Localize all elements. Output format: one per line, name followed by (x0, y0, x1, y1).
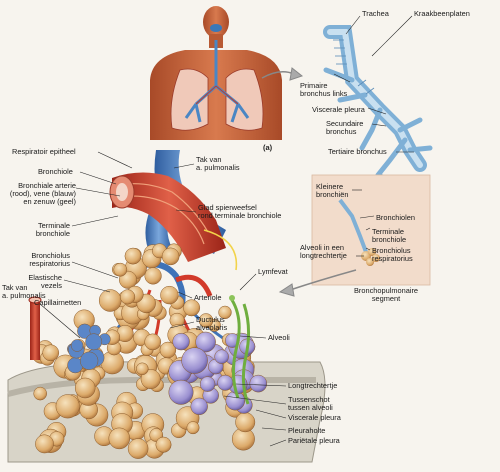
alveolus (35, 435, 53, 453)
alveolus-section (173, 333, 190, 350)
alveolus (99, 290, 121, 312)
panel-marker: (a) (263, 143, 273, 152)
alveolus (114, 263, 127, 276)
label-alveoli: Alveoli (268, 334, 290, 342)
alveolus (236, 413, 255, 432)
alveolus (125, 248, 141, 264)
alveolus (43, 345, 59, 361)
label-respiratoir-epitheel: Respiratoir epitheel (12, 148, 76, 156)
label-arteriole: Arteriole (194, 294, 222, 302)
label-pleuraholte: Pleuraholte (288, 427, 325, 435)
alveolus (109, 428, 130, 449)
alveolus (162, 248, 179, 265)
label-tertiaire-bronchus: Tertiaire bronchus (328, 148, 387, 156)
label-alveoli-longtrechtertje: Alveoli in een longtrechtertje (300, 244, 347, 260)
label-primaire-bronchus: Primaire bronchus links (300, 82, 347, 98)
alveolus-section (182, 348, 208, 374)
alveolus (156, 437, 171, 452)
label-bronchiolus-respiratorius-right: Bronchiolus respiratorius (372, 247, 413, 263)
pulmonary-artery-branch (30, 300, 40, 360)
capillary-net (80, 352, 98, 370)
label-bronchiole: Bronchiole (38, 168, 73, 176)
label-lymfevat: Lymfevat (258, 268, 288, 276)
alveolus (136, 363, 148, 375)
alveolus (120, 290, 135, 305)
capillary-net (86, 334, 102, 350)
alveolus (161, 286, 179, 304)
label-parietale-pleura: Pariëtale pleura (288, 437, 340, 445)
alveolus (128, 439, 148, 459)
alveolus (145, 334, 161, 350)
label-kraakbeenplaten: Kraakbeenplaten (414, 10, 470, 18)
alveolus-section (200, 377, 215, 392)
alveolus-section (191, 398, 208, 415)
label-kleinere-bronchien: Kleinere bronchiën (316, 183, 348, 199)
label-bronchiolen: Bronchiolen (376, 214, 415, 222)
label-tak-pulmonalis-top: Tak van a. pulmonalis (196, 156, 240, 172)
human-torso-illustration (150, 6, 282, 140)
alveolus (145, 268, 162, 285)
label-tussenschot: Tussenschot tussen alveoli (288, 396, 333, 412)
label-glad-spierweefsel: Glad spierweefsel rond terminale bronchi… (198, 204, 281, 220)
label-capillairnetten: Capillairnetten (34, 299, 81, 307)
capillary-net (71, 340, 83, 352)
label-secundaire-bronchus: Secundaire bronchus (326, 120, 363, 136)
label-terminale-bronchiole-left: Terminale bronchiole (20, 222, 70, 238)
alveolus-section (218, 375, 233, 390)
label-viscerale-pleura-bottom: Viscerale pleura (288, 414, 341, 422)
label-terminale-bronchiole-right: Terminale bronchiole (372, 228, 406, 244)
alveolus (34, 387, 47, 400)
arrow-head-top (290, 68, 302, 80)
label-longtrechtertje: Longtrechtertje (288, 382, 337, 390)
label-trachea: Trachea (362, 10, 389, 18)
alveolus (56, 395, 80, 419)
arrow-head-bottom (280, 284, 294, 296)
alveolus (75, 378, 95, 398)
label-bronchiolus-respiratorius-left: Bronchiolus respiratorius (14, 252, 70, 268)
alveolus-section (215, 350, 229, 364)
lymph-node (229, 295, 235, 301)
label-bronchopulmonaire-segment: Bronchopulmonaire segment (344, 287, 428, 303)
label-bronchiale-arterie: Bronchiale arterie (rood), vene (blauw) … (0, 182, 76, 207)
alveolus-section (169, 380, 193, 404)
alveolus (187, 422, 199, 434)
label-ductulus-alveolaris: Ductulus alveolaris (196, 316, 227, 332)
alveolus-section (250, 375, 267, 392)
label-viscerale-pleura-top: Viscerale pleura (312, 106, 365, 114)
